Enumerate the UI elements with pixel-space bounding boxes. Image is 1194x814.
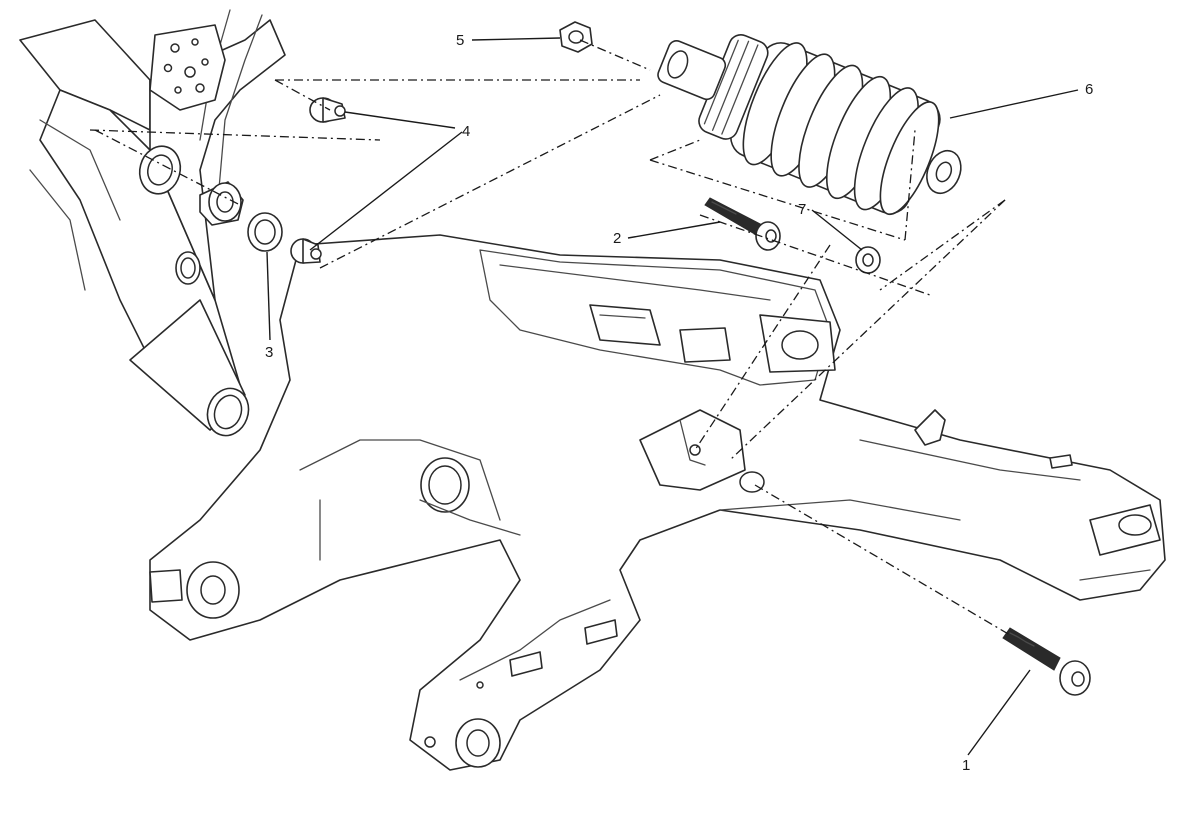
- washer-part-7: [855, 246, 881, 274]
- callout-7: 7: [798, 201, 806, 218]
- spacer-part-4-upper: [309, 97, 346, 123]
- bolt-part-1: [1002, 627, 1091, 696]
- callout-3: 3: [265, 344, 273, 361]
- callout-2: 2: [613, 230, 621, 247]
- nut-part-5: [559, 21, 593, 53]
- callout-4: 4: [462, 123, 470, 140]
- swingarm: [149, 234, 1166, 771]
- washer-part-3: [247, 212, 283, 252]
- bolt-part-2: [704, 197, 781, 251]
- shock-absorber: [657, 34, 962, 216]
- callout-1: 1: [962, 757, 970, 774]
- assembly-lines: [89, 39, 1011, 636]
- callout-labels: 5 4 3 2 6 7 1: [265, 32, 1093, 774]
- leader-lines: [266, 37, 1079, 756]
- frame: [19, 9, 286, 437]
- callout-6: 6: [1085, 81, 1093, 98]
- spacer-part-4-lower: [290, 238, 322, 264]
- callout-5: 5: [456, 32, 464, 49]
